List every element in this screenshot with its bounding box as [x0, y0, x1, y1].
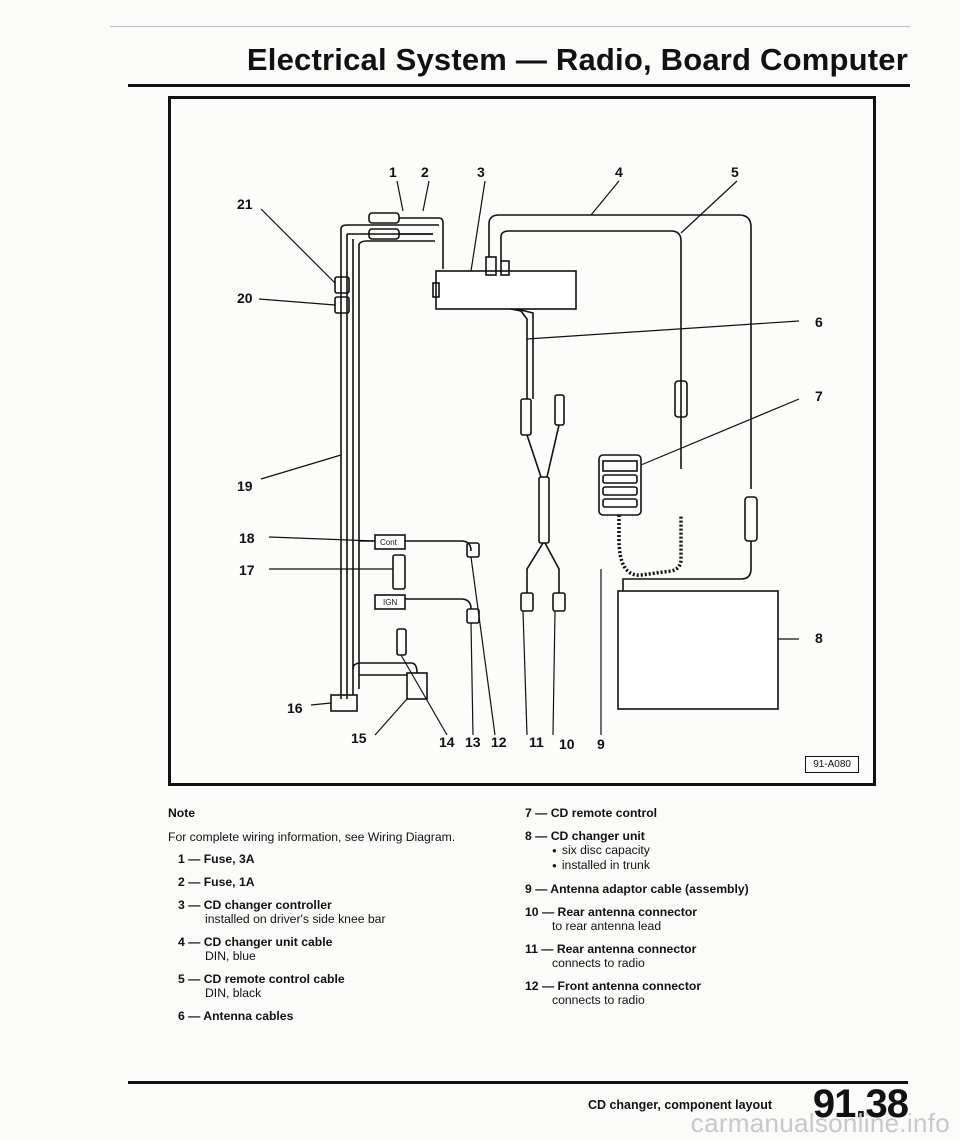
callout-21: 21: [237, 196, 253, 212]
page-number-separator: .: [855, 1082, 866, 1126]
legend-item-bullet: installed in trunk: [525, 858, 865, 873]
coiled-cord: [617, 515, 683, 577]
page-number: 91.38: [812, 1082, 909, 1127]
legend-item-title: 3 — CD changer controller: [178, 898, 332, 912]
legend-left-items: 1 — Fuse, 3A 2 — Fuse, 1A 3 — CD changer c…: [168, 852, 498, 1023]
legend-item: 7 — CD remote control: [525, 806, 865, 820]
page-number-minor: 38: [865, 1082, 909, 1126]
note-title: Note: [168, 806, 196, 820]
legend-right: 7 — CD remote control 8 — CD changer unit…: [525, 806, 865, 1016]
fuse-3a: [368, 212, 400, 224]
cd-changer-unit: [617, 590, 779, 710]
callout-20: 20: [237, 290, 253, 306]
legend-item-title: 12 — Front antenna connector: [525, 979, 702, 993]
callout-19: 19: [237, 478, 253, 494]
top-rule: [110, 26, 910, 27]
legend-item-description: DIN, black: [205, 986, 262, 1000]
legend-item: 6 — Antenna cables: [168, 1009, 498, 1023]
cont-label: Cont: [380, 538, 398, 547]
callout-13: 13: [465, 734, 481, 750]
legend-item-title: 7 — CD remote control: [525, 806, 658, 820]
legend-item-title: 2 — Fuse, 1A: [178, 875, 255, 889]
callout-3: 3: [477, 164, 485, 180]
rear-antenna-connector-10: [520, 592, 534, 612]
legend-item-title: 9 — Antenna adaptor cable (assembly): [525, 882, 749, 896]
header-rule: [128, 84, 910, 87]
legend-item-title: 10 — Rear antenna connector: [525, 905, 698, 919]
callout-10: 10: [559, 736, 575, 752]
legend-item-title: 6 — Antenna cables: [178, 1009, 294, 1023]
callout-11: 11: [529, 734, 544, 750]
figure-id: 91-A080: [805, 756, 859, 773]
callout-17: 17: [239, 562, 255, 578]
legend-item-title: 8 — CD changer unit: [525, 829, 645, 843]
ign-label: IGN: [383, 598, 397, 607]
callout-12: 12: [491, 734, 507, 750]
legend-item-description: DIN, blue: [205, 949, 256, 963]
legend-item: 1 — Fuse, 3A: [168, 852, 498, 866]
antenna-cables: [510, 308, 534, 399]
callout-5: 5: [731, 164, 739, 180]
note-text: For complete wiring information, see Wir…: [168, 830, 456, 844]
wiring-diagram: 1 2 3 4 5 6 7 8 9 10 11 12 13 14 15 16 1…: [237, 164, 823, 752]
legend-item: 8 — CD changer unitsix disc capacityinst…: [525, 829, 865, 873]
watermark: carmanualsonline.info: [690, 1108, 950, 1138]
callout-7: 7: [815, 388, 823, 404]
legend-item-title: 4 — CD changer unit cable: [178, 935, 333, 949]
footer-rule: [128, 1081, 908, 1084]
callout-2: 2: [421, 164, 429, 180]
legend-item: 9 — Antenna adaptor cable (assembly): [525, 882, 865, 896]
callout-4: 4: [615, 164, 623, 180]
callout-8: 8: [815, 630, 823, 646]
legend-item-description: to rear antenna lead: [552, 919, 662, 933]
callout-1: 1: [389, 164, 397, 180]
legend-left: Note For complete wiring information, se…: [168, 806, 498, 1032]
cd-changer-unit-cable: [488, 214, 752, 489]
legend-item-description: connects to radio: [552, 956, 645, 970]
callout-15: 15: [351, 730, 367, 746]
callout-9: 9: [597, 736, 605, 752]
callout-6: 6: [815, 314, 823, 330]
legend-right-items: 7 — CD remote control 8 — CD changer unit…: [525, 806, 865, 1007]
rear-antenna-connector-11: [552, 592, 566, 612]
legend-item-title: 11 — Rear antenna connector: [525, 942, 697, 956]
antenna-adaptor-cable: [538, 476, 550, 544]
callout-14: 14: [439, 734, 455, 750]
legend-item-bullet: six disc capacity: [525, 843, 865, 858]
callout-16: 16: [287, 700, 303, 716]
left-harness: [340, 229, 360, 699]
cd-remote-control-cable: [500, 230, 682, 469]
plug-16: [330, 694, 358, 712]
legend-item-description: installed on driver's side knee bar: [205, 912, 386, 926]
legend-item: 2 — Fuse, 1A: [168, 875, 498, 889]
legend-item-description: connects to radio: [552, 993, 645, 1007]
page-title: Electrical System — Radio, Board Compute…: [246, 42, 908, 77]
connector-21: [334, 276, 350, 294]
component-layout-figure: 1 2 3 4 5 6 7 8 9 10 11 12 13 14 15 16 1…: [168, 96, 876, 786]
cd-remote-control: [598, 454, 642, 516]
ign-connector: [374, 594, 406, 610]
footer-caption: CD changer, component layout: [587, 1098, 772, 1112]
cont-connector: [374, 534, 406, 550]
legend-item-title: 5 — CD remote control cable: [178, 972, 345, 986]
cd-changer-controller-box: [435, 270, 577, 310]
legend-item-title: 1 — Fuse, 3A: [178, 852, 255, 866]
page-number-major: 91: [812, 1082, 856, 1126]
callout-18: 18: [239, 530, 255, 546]
